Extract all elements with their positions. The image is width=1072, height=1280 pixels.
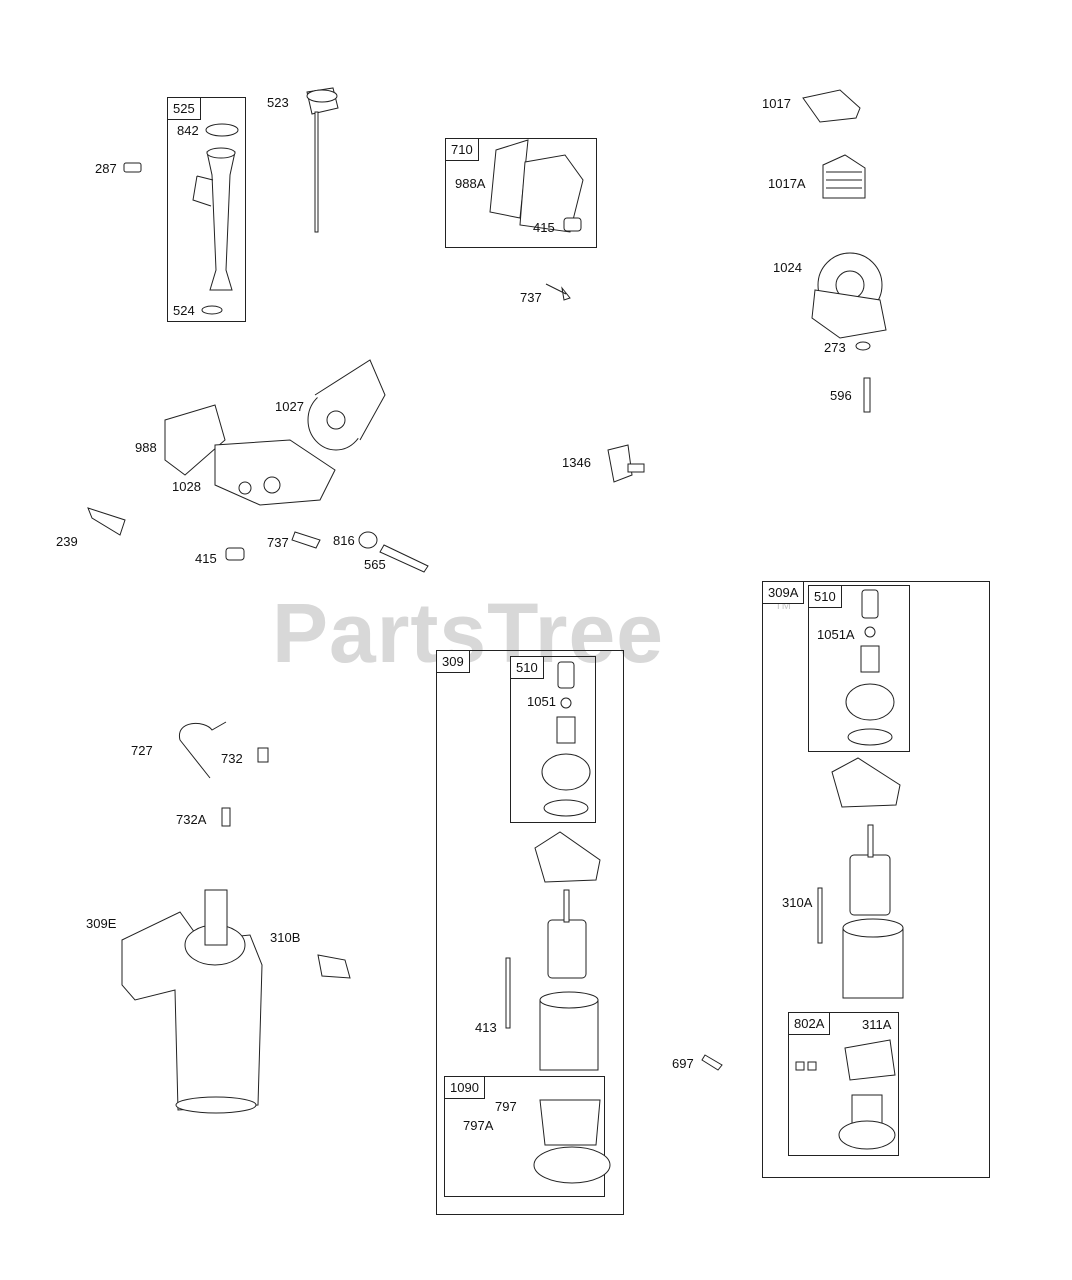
group-tag-309A[interactable]: 309A bbox=[762, 581, 805, 604]
bracket-309A-drawing bbox=[832, 758, 900, 807]
group-box-510-b: 510 bbox=[808, 585, 910, 752]
callout-727[interactable]: 727 bbox=[131, 743, 153, 758]
callout-737-b[interactable]: 737 bbox=[267, 535, 289, 550]
bolt-310B-drawing bbox=[318, 955, 350, 978]
callout-732A[interactable]: 732A bbox=[176, 812, 207, 827]
dipstick-tube-drawing bbox=[207, 152, 235, 290]
callout-732[interactable]: 732 bbox=[221, 751, 243, 766]
group-tag-510-b[interactable]: 510 bbox=[808, 585, 842, 608]
callout-415-a[interactable]: 415 bbox=[533, 220, 555, 235]
callout-1017A[interactable]: 1017A bbox=[768, 176, 806, 191]
callout-415-b[interactable]: 415 bbox=[195, 551, 217, 566]
callout-273[interactable]: 273 bbox=[824, 340, 846, 355]
filter-1017A-drawing bbox=[823, 155, 865, 198]
callout-287[interactable]: 287 bbox=[95, 161, 117, 176]
group-box-802A: 802A bbox=[788, 1012, 899, 1156]
callout-1027[interactable]: 1027 bbox=[275, 399, 304, 414]
callout-797A[interactable]: 797A bbox=[463, 1118, 494, 1133]
screw-697-drawing bbox=[702, 1055, 722, 1070]
callout-523[interactable]: 523 bbox=[267, 95, 289, 110]
callout-310A[interactable]: 310A bbox=[782, 895, 813, 910]
plug-415-drawing bbox=[564, 218, 581, 231]
callout-842[interactable]: 842 bbox=[177, 123, 199, 138]
cap-510b-drawing bbox=[862, 590, 878, 618]
callout-596[interactable]: 596 bbox=[830, 388, 852, 403]
adapter-1028-drawing bbox=[215, 440, 335, 505]
callout-311A[interactable]: 311A bbox=[862, 1017, 892, 1032]
housing-309A-drawing bbox=[843, 928, 903, 998]
callout-988A[interactable]: 988A bbox=[455, 176, 486, 191]
callout-309E[interactable]: 309E bbox=[86, 916, 117, 931]
group-tag-525[interactable]: 525 bbox=[167, 97, 201, 120]
armature-309-drawing bbox=[548, 920, 586, 978]
guard-1017-drawing bbox=[803, 90, 860, 122]
brush-assembly-802A-drawing bbox=[845, 1040, 895, 1080]
callout-816[interactable]: 816 bbox=[333, 533, 355, 548]
callout-1346[interactable]: 1346 bbox=[562, 455, 591, 470]
callout-565[interactable]: 565 bbox=[364, 557, 386, 572]
bolt-413-drawing bbox=[506, 958, 510, 1028]
washer-273-drawing bbox=[856, 342, 870, 350]
callout-697[interactable]: 697 bbox=[672, 1056, 694, 1071]
gasket-988A-drawing bbox=[490, 140, 528, 218]
group-tag-1090[interactable]: 1090 bbox=[444, 1076, 485, 1099]
o-ring-842-drawing bbox=[206, 124, 238, 136]
housing-309-drawing bbox=[540, 1000, 598, 1070]
gasket-988-drawing bbox=[165, 405, 225, 475]
seal-524-drawing bbox=[202, 306, 222, 314]
armature-309A-drawing bbox=[850, 855, 890, 915]
brush-plate-1090-drawing bbox=[540, 1100, 600, 1145]
callout-988[interactable]: 988 bbox=[135, 440, 157, 455]
bracket-309-drawing bbox=[535, 832, 600, 882]
group-tag-510-a[interactable]: 510 bbox=[510, 656, 544, 679]
callout-1028[interactable]: 1028 bbox=[172, 479, 201, 494]
fitting-1346-drawing bbox=[608, 445, 632, 482]
callout-413[interactable]: 413 bbox=[475, 1020, 497, 1035]
callout-1051[interactable]: 1051 bbox=[527, 694, 556, 709]
screw-287-drawing bbox=[124, 163, 141, 172]
group-tag-710[interactable]: 710 bbox=[445, 138, 479, 161]
cap-510a-drawing bbox=[558, 662, 574, 688]
screw-732A-drawing bbox=[222, 808, 230, 826]
clamp-727-drawing bbox=[179, 722, 226, 778]
group-box-309A: 309A bbox=[762, 581, 990, 1178]
callout-239[interactable]: 239 bbox=[56, 534, 78, 549]
callout-310B[interactable]: 310B bbox=[270, 930, 301, 945]
group-tag-802A[interactable]: 802A bbox=[788, 1012, 831, 1035]
screw-737b-drawing bbox=[292, 532, 320, 548]
group-box-309: 309 bbox=[436, 650, 624, 1215]
plug-415b-drawing bbox=[226, 548, 244, 560]
callout-1017[interactable]: 1017 bbox=[762, 96, 791, 111]
group-box-710: 710 bbox=[445, 138, 597, 248]
group-box-510-a: 510 bbox=[510, 656, 596, 823]
group-tag-309[interactable]: 309 bbox=[436, 650, 470, 673]
callout-797[interactable]: 797 bbox=[495, 1099, 517, 1114]
bracket-710-drawing bbox=[520, 155, 583, 232]
callout-1024[interactable]: 1024 bbox=[773, 260, 802, 275]
callout-737-a[interactable]: 737 bbox=[520, 290, 542, 305]
bolt-310A-drawing bbox=[818, 888, 822, 943]
nut-732-drawing bbox=[258, 748, 268, 762]
bolt-596-drawing bbox=[864, 378, 870, 412]
washer-816-drawing bbox=[359, 532, 377, 548]
sensor-239-drawing bbox=[88, 508, 125, 535]
group-box-1090: 1090 bbox=[444, 1076, 605, 1197]
screw-737a-drawing bbox=[546, 284, 570, 300]
callout-1051A[interactable]: 1051A bbox=[817, 627, 855, 642]
callout-524[interactable]: 524 bbox=[173, 303, 195, 318]
stud-565-drawing bbox=[380, 545, 428, 572]
group-box-525: 525 bbox=[167, 97, 246, 322]
